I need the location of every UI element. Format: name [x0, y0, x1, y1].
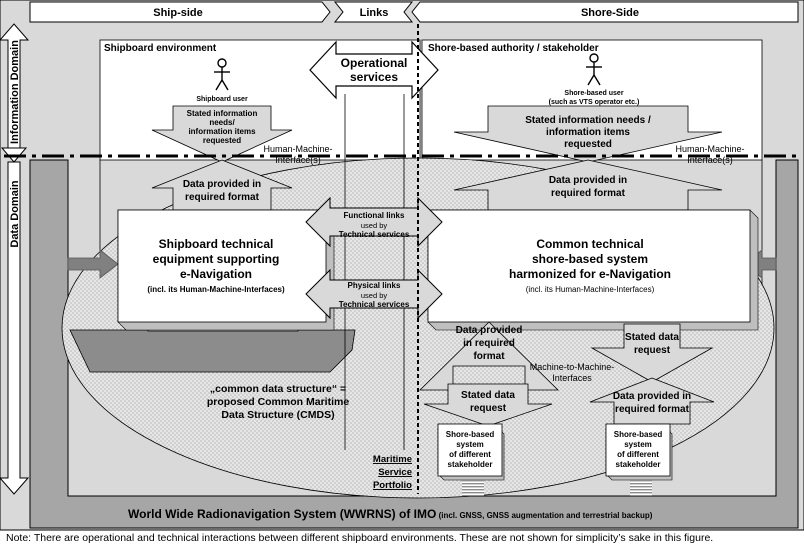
shore-needs-text-1: Stated information needs / — [525, 115, 651, 126]
hmi-right-text-2: Interface(s) — [687, 155, 733, 165]
hmi-left-text-2: Interface(s) — [275, 155, 321, 165]
shore-side-arrow — [411, 1, 799, 23]
shore-data-text-1: Data provided in — [549, 175, 627, 186]
ship-needs-text-2: needs/ — [209, 118, 235, 127]
shore-bottom-left-text-1: Stated data — [461, 390, 515, 401]
shore-system-title-3: harmonized for e-Navigation — [509, 267, 671, 281]
shipboard-user-label: Shipboard user — [196, 96, 248, 103]
header-ship-side: Ship-side — [153, 7, 203, 19]
m2m-text-1: Machine-to-Machine- — [530, 362, 615, 372]
shore-up-text-2: in required — [463, 338, 515, 349]
info-domain-arrow — [0, 23, 30, 149]
stakeholder-left-box — [437, 423, 503, 477]
ship-equipment-subtitle: (incl. its Human-Machine-Interfaces) — [147, 285, 285, 294]
cmds-text-1: „common data structure“ = — [210, 383, 346, 395]
functional-text-2: used by — [361, 221, 388, 230]
wwrns-frame — [29, 159, 799, 529]
ship-needs-arrow — [151, 105, 293, 163]
shore-bottom-left-arrow — [423, 383, 553, 427]
ship-side-arrow — [29, 1, 331, 23]
shore-data-up-arrow — [419, 321, 559, 391]
operational-text-2: services — [350, 70, 398, 84]
shore-system-title-2: shore-based system — [532, 252, 648, 266]
shore-system-subtitle: (incl. its Human-Machine-Interfaces) — [526, 285, 655, 294]
stakeholder-left-connector — [462, 480, 484, 496]
shore-data-text-2: required format — [551, 188, 626, 199]
stakeholder-right-text-1: Shore-based — [614, 430, 663, 439]
physical-links-arrow — [305, 268, 443, 320]
shore-bottom-left-text-2: request — [470, 403, 507, 414]
shipboard-user-icon — [214, 58, 230, 91]
stakeholder-left-text-2: system — [456, 440, 484, 449]
ship-needs-text-4: requested — [203, 136, 241, 145]
stakeholder-right-text-3: of different — [617, 450, 659, 459]
msp-text-1: Maritime — [373, 454, 412, 465]
hmi-left-text-1: Human-Machine- — [263, 144, 332, 154]
data-domain-label: Data Domain — [9, 180, 21, 248]
physical-text-2: used by — [361, 291, 388, 300]
msp-text-2: Service — [378, 467, 412, 478]
functional-text-1: Functional links — [344, 211, 405, 220]
shipboard-equipment-box — [117, 209, 327, 323]
m2m-text-2: Interfaces — [552, 373, 592, 383]
shore-bottom-right-text-2: required format — [615, 404, 690, 415]
wwrns-title: World Wide Radionavigation System (WWRNS… — [128, 507, 653, 521]
stakeholder-left-text-4: stakeholder — [448, 460, 493, 469]
functional-text-3: Technical services — [339, 230, 410, 239]
shore-needs-text-3: requested — [564, 139, 612, 150]
shore-request-down-arrow — [590, 323, 714, 383]
hmi-right-text-1: Human-Machine- — [675, 144, 744, 154]
shore-up-text-3: format — [473, 351, 505, 362]
operational-text-1: Operational — [341, 56, 408, 70]
cmds-text-3: Data Structure (CMDS) — [221, 409, 334, 421]
operational-services-arrow — [309, 40, 439, 100]
ship-hull — [69, 329, 356, 373]
stakeholder-right-box — [605, 423, 671, 477]
stakeholder-right-text-4: stakeholder — [616, 460, 661, 469]
stakeholder-right-text-2: system — [624, 440, 652, 449]
shore-up-text-1: Data provided — [456, 325, 523, 336]
shore-user-icon — [586, 53, 602, 86]
shore-user-label: Shore-based user — [564, 90, 623, 97]
shore-user-sublabel: (such as VTS operator etc.) — [549, 99, 640, 106]
shipboard-environment-label: Shipboard environment — [104, 43, 217, 54]
stakeholder-left-text-3: of different — [449, 450, 491, 459]
shore-system-box — [427, 209, 751, 323]
stakeholder-right-connector — [630, 480, 652, 496]
shore-needs-text-2: information items — [546, 127, 630, 138]
physical-text-1: Physical links — [348, 281, 401, 290]
data-domain-arrow — [0, 161, 30, 495]
ship-data-text-1: Data provided in — [183, 179, 261, 190]
links-arrow — [333, 1, 414, 23]
left-input-arrow — [67, 249, 119, 279]
shore-needs-arrow — [453, 105, 723, 163]
header-shore-side: Shore-Side — [581, 7, 639, 19]
ship-equipment-title-2: equipment supporting — [153, 252, 280, 266]
functional-links-arrow — [305, 196, 443, 248]
shore-down-text-1: Stated data — [625, 332, 679, 343]
footnote: Note: There are operational and technica… — [6, 532, 714, 544]
ship-needs-text-3: information items — [188, 127, 256, 136]
ship-equipment-title-1: Shipboard technical — [159, 237, 274, 251]
shore-system-title-1: Common technical — [536, 237, 643, 251]
shore-authority-label: Shore-based authority / stakeholder — [428, 43, 599, 54]
cmds-text-2: proposed Common Maritime — [207, 396, 350, 408]
stakeholder-left-text-1: Shore-based — [446, 430, 495, 439]
shore-down-text-2: request — [634, 345, 671, 356]
ship-needs-text-1: Stated information — [187, 109, 258, 118]
header-links: Links — [360, 7, 389, 19]
msp-text-3: Portfolio — [373, 480, 412, 491]
physical-text-3: Technical services — [339, 300, 410, 309]
information-domain-label: Information Domain — [9, 40, 21, 144]
ship-data-text-2: required format — [185, 192, 260, 203]
shore-bottom-right-text-1: Data provided in — [613, 391, 691, 402]
ship-equipment-title-3: e-Navigation — [180, 267, 252, 281]
